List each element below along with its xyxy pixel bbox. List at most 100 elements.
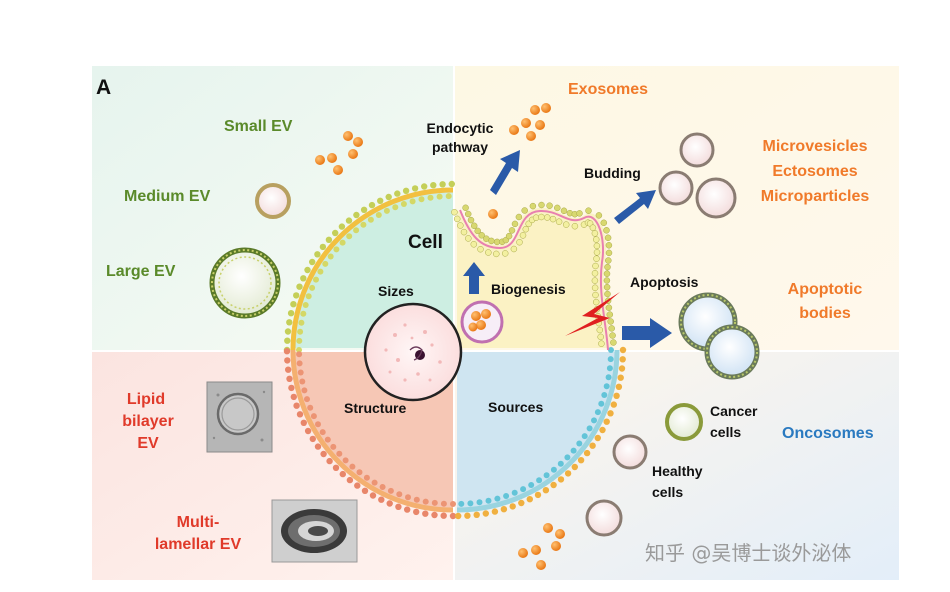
membrane-bead bbox=[353, 211, 360, 219]
membrane-bead bbox=[600, 219, 608, 227]
membrane-bead bbox=[462, 204, 469, 212]
membrane-bead bbox=[503, 493, 510, 499]
membrane-bead bbox=[605, 249, 613, 257]
membrane-band bbox=[290, 187, 454, 351]
membrane-bead bbox=[570, 447, 577, 454]
microvesicle-2 bbox=[658, 170, 694, 206]
membrane-bead bbox=[593, 242, 601, 250]
membrane-bead bbox=[327, 253, 334, 260]
membrane-bead bbox=[445, 193, 452, 200]
lipid-label-line3: EV bbox=[137, 435, 159, 452]
membrane-bead bbox=[385, 193, 392, 201]
endocytic-vesicle bbox=[488, 209, 498, 219]
apoptotic-body-2-beads bbox=[706, 326, 758, 378]
microvesicle-1 bbox=[679, 132, 715, 168]
membrane-bead bbox=[608, 347, 614, 353]
exosomes-label: Exosomes bbox=[568, 81, 648, 98]
membrane-bead bbox=[286, 319, 293, 326]
membrane-bead bbox=[296, 351, 303, 358]
membrane-bead bbox=[607, 356, 614, 363]
membrane-bead bbox=[284, 357, 291, 364]
membrane-bead bbox=[494, 495, 501, 502]
membrane-bead bbox=[430, 182, 437, 189]
membrane-bead bbox=[603, 383, 610, 390]
membrane-bead bbox=[598, 400, 605, 407]
membrane-bead bbox=[606, 365, 613, 372]
membrane-bead bbox=[448, 180, 455, 188]
membrane-bead bbox=[619, 346, 627, 354]
membrane-bead bbox=[606, 311, 614, 318]
membrane-bead bbox=[532, 214, 540, 221]
membrane-bead bbox=[405, 494, 411, 501]
healthy-cell-ev-1 bbox=[612, 434, 648, 470]
membrane-bead bbox=[478, 232, 485, 239]
membrane-bead bbox=[522, 225, 530, 233]
membrane-bead bbox=[421, 183, 428, 190]
membrane-bead bbox=[608, 325, 615, 332]
membrane-bead bbox=[309, 435, 316, 443]
membrane-bead bbox=[554, 204, 561, 212]
membrane-bead bbox=[543, 472, 550, 479]
membrane-bead bbox=[516, 238, 523, 246]
membrane-bead bbox=[500, 506, 508, 513]
medium-ev bbox=[255, 183, 291, 219]
membrane-bead bbox=[296, 283, 303, 290]
membrane-bead bbox=[338, 223, 346, 230]
membrane-bead bbox=[528, 482, 535, 488]
membrane-bead bbox=[315, 421, 321, 428]
membrane-bead bbox=[526, 496, 533, 503]
membrane-bead bbox=[314, 251, 321, 258]
membrane-bead bbox=[387, 487, 394, 494]
cancer-label-line1: Cancer bbox=[710, 403, 758, 419]
membrane-bead bbox=[284, 337, 291, 344]
membrane-bead bbox=[607, 410, 614, 417]
membrane-bead bbox=[395, 503, 402, 510]
membrane-bead bbox=[450, 501, 456, 507]
membrane-bead bbox=[605, 242, 613, 249]
exosome-cluster bbox=[509, 103, 551, 141]
membrane-bead bbox=[451, 208, 458, 216]
membrane-bead bbox=[613, 392, 620, 399]
nucleus-dots bbox=[384, 323, 442, 382]
membrane-bead bbox=[485, 249, 492, 256]
arrows bbox=[463, 150, 672, 348]
membrane-bead bbox=[304, 396, 310, 403]
membrane-bead bbox=[464, 512, 471, 519]
membrane-bead bbox=[464, 210, 472, 218]
membrane-bead bbox=[300, 275, 307, 282]
watermark: 知乎 @吴博士谈外泌体 bbox=[645, 541, 851, 565]
membrane-bead bbox=[383, 207, 390, 214]
membrane-bead bbox=[491, 508, 499, 515]
healthy-label-line2: cells bbox=[652, 484, 683, 500]
membrane-bead bbox=[301, 387, 308, 394]
membrane-bead bbox=[336, 450, 343, 457]
membrane-bead bbox=[505, 232, 513, 240]
membrane-bead bbox=[378, 496, 385, 503]
membrane-bead bbox=[314, 443, 322, 450]
membrane-bead bbox=[510, 245, 518, 253]
membrane-bead bbox=[345, 217, 353, 224]
membrane-bead bbox=[431, 511, 438, 519]
membrane-bead bbox=[322, 260, 329, 267]
membrane-bead bbox=[290, 301, 297, 308]
membrane-bead bbox=[422, 498, 429, 505]
ectosomes-label: Ectosomes bbox=[772, 163, 857, 180]
arrow-apoptosis bbox=[622, 318, 672, 348]
membrane-bead bbox=[324, 436, 331, 443]
membrane-bead bbox=[617, 374, 624, 381]
membrane-bead bbox=[339, 239, 346, 246]
membrane-bead bbox=[413, 496, 420, 503]
budding-label: Budding bbox=[584, 165, 641, 181]
membrane-bead bbox=[581, 433, 588, 440]
membrane-bead bbox=[422, 510, 429, 517]
arrow-endocytic bbox=[490, 150, 520, 195]
membrane-band bbox=[290, 349, 454, 513]
membrane-bead bbox=[307, 404, 314, 411]
membrane-bead bbox=[356, 469, 363, 476]
membrane-bead bbox=[360, 221, 367, 228]
lipid-label-line2: bilayer bbox=[122, 413, 174, 430]
endocytic-label-line2: pathway bbox=[432, 139, 488, 155]
membrane-bead bbox=[455, 512, 462, 520]
membrane-bead bbox=[601, 392, 608, 398]
